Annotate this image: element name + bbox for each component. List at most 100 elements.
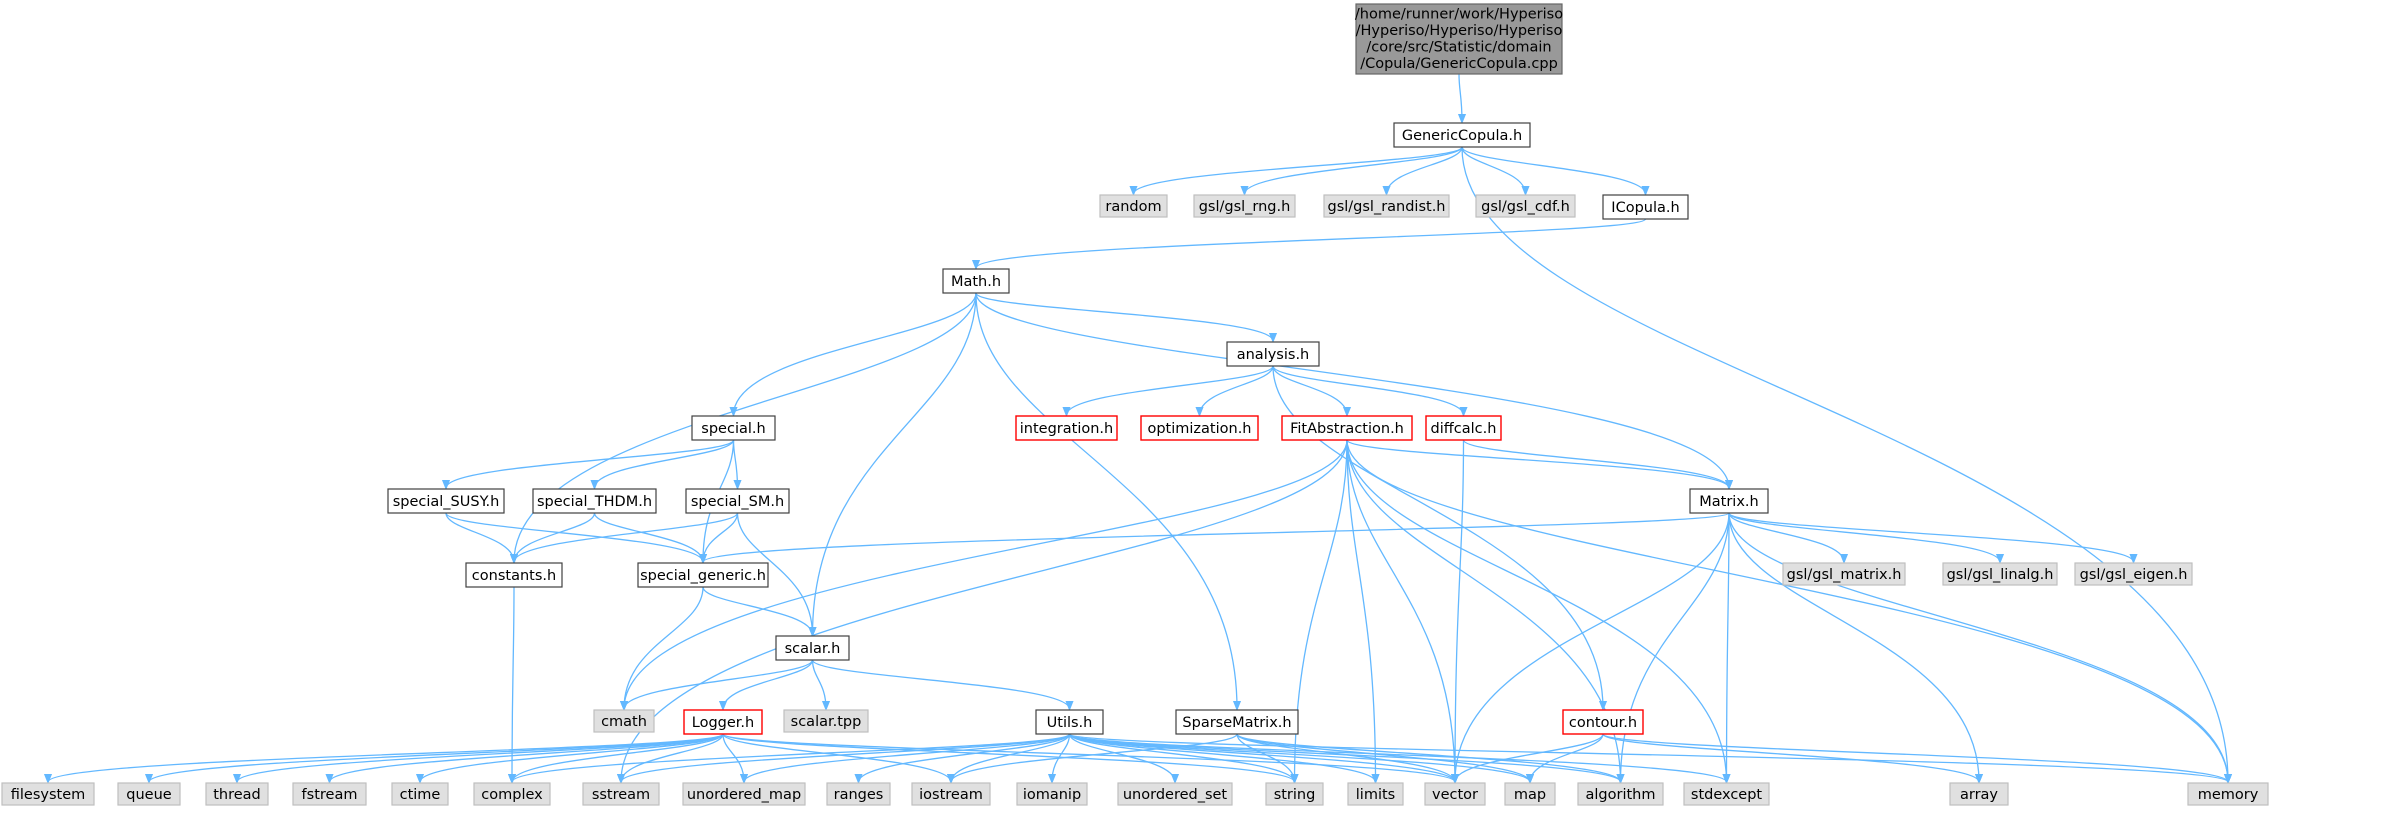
edge-genericcopula-h-to-gsl-rng bbox=[1245, 146, 1463, 194]
node-unordered-map: unordered_map bbox=[682, 782, 806, 806]
edge-math-h-to-sparsematrix-h bbox=[975, 292, 1237, 709]
edge-analysis-h-to-diffcalc-h bbox=[1272, 365, 1464, 415]
edge-utils-h-to-stdexcept bbox=[1068, 733, 1727, 782]
node-constants-h[interactable]: constants.h bbox=[465, 562, 563, 588]
node-matrix-h[interactable]: Matrix.h bbox=[1689, 488, 1769, 514]
node-label: scalar.tpp bbox=[791, 714, 862, 730]
edge-fitabstraction-h-to-vector bbox=[1346, 439, 1455, 782]
edge-matrix-h-to-stdexcept bbox=[1727, 512, 1730, 782]
node-algorithm: algorithm bbox=[1577, 782, 1664, 806]
node-label: SparseMatrix.h bbox=[1182, 715, 1291, 731]
node-limits: limits bbox=[1347, 782, 1404, 806]
node-box-integration-h bbox=[1015, 415, 1118, 441]
edge-logger-h-to-queue bbox=[149, 733, 724, 782]
node-array: array bbox=[1949, 782, 2009, 806]
node-label: gsl/gsl_rng.h bbox=[1199, 199, 1291, 215]
node-box-analysis-h bbox=[1226, 341, 1320, 367]
edge-fitabstraction-h-to-string bbox=[1295, 439, 1348, 782]
node-label: scalar.h bbox=[785, 641, 841, 657]
edge-logger-h-to-complex bbox=[512, 733, 724, 782]
node-label: gsl/gsl_randist.h bbox=[1327, 199, 1445, 215]
edge-utils-h-to-unordered-map bbox=[744, 733, 1071, 782]
node-special-susy-h[interactable]: special_SUSY.h bbox=[387, 488, 505, 514]
node-box-scalar-tpp bbox=[783, 709, 869, 733]
node-fitabstraction-h[interactable]: FitAbstraction.h bbox=[1281, 415, 1413, 441]
node-box-thread bbox=[205, 782, 269, 806]
node-iostream: iostream bbox=[911, 782, 991, 806]
node-icopula-h[interactable]: ICopula.h bbox=[1602, 194, 1689, 220]
node-box-map bbox=[1504, 782, 1556, 806]
node-label: map bbox=[1514, 787, 1546, 803]
node-diffcalc-h[interactable]: diffcalc.h bbox=[1425, 415, 1502, 441]
node-box-limits bbox=[1347, 782, 1404, 806]
node-label: contour.h bbox=[1569, 715, 1637, 731]
edge-math-h-to-analysis-h bbox=[975, 292, 1273, 341]
node-integration-h[interactable]: integration.h bbox=[1015, 415, 1118, 441]
node-sstream: sstream bbox=[582, 782, 660, 806]
node-label: gsl/gsl_matrix.h bbox=[1787, 567, 1902, 583]
edge-fitabstraction-h-to-sstream bbox=[621, 439, 1348, 782]
node-sparsematrix-h[interactable]: SparseMatrix.h bbox=[1175, 709, 1299, 735]
node-contour-h[interactable]: contour.h bbox=[1562, 709, 1644, 735]
edge-matrix-h-to-memory bbox=[1728, 512, 2228, 782]
node-special-thdm-h[interactable]: special_THDM.h bbox=[532, 488, 657, 514]
node-special-generic-h[interactable]: special_generic.h bbox=[637, 562, 769, 588]
node-special-h[interactable]: special.h bbox=[691, 415, 776, 441]
edge-utils-h-to-ranges bbox=[859, 733, 1071, 782]
node-box-diffcalc-h bbox=[1425, 415, 1502, 441]
edge-matrix-h-to-special-generic-h bbox=[703, 512, 1730, 562]
node-gsl-randist: gsl/gsl_randist.h bbox=[1323, 194, 1450, 218]
edge-matrix-h-to-gsl-matrix bbox=[1728, 512, 1844, 562]
node-utils-h[interactable]: Utils.h bbox=[1035, 709, 1104, 735]
node-label: unordered_set bbox=[1123, 787, 1228, 803]
edge-special-thdm-h-to-constants-h bbox=[514, 512, 596, 562]
node-label: thread bbox=[213, 787, 261, 803]
edge-diffcalc-h-to-vector bbox=[1455, 439, 1465, 782]
node-label: complex bbox=[481, 787, 543, 803]
node-label: unordered_map bbox=[687, 787, 801, 803]
edge-fitabstraction-h-to-memory bbox=[1346, 439, 2228, 782]
node-box-special-sm-h bbox=[685, 488, 790, 514]
node-scalar-h[interactable]: scalar.h bbox=[775, 635, 850, 661]
node-iomanip: iomanip bbox=[1016, 782, 1088, 806]
node-label: special_generic.h bbox=[640, 568, 766, 584]
node-root[interactable]: /home/runner/work/Hyperiso/Hyperiso/Hype… bbox=[1355, 3, 1563, 75]
edge-logger-h-to-fstream bbox=[330, 733, 724, 782]
edge-special-generic-h-to-scalar-h bbox=[702, 586, 813, 635]
node-label: Matrix.h bbox=[1699, 494, 1758, 510]
node-string: string bbox=[1265, 782, 1324, 806]
node-special-sm-h[interactable]: special_SM.h bbox=[685, 488, 790, 514]
node-box-iostream bbox=[911, 782, 991, 806]
node-box-special-thdm-h bbox=[532, 488, 657, 514]
edge-matrix-h-to-vector bbox=[1455, 512, 1730, 782]
node-memory: memory bbox=[2187, 782, 2269, 806]
edge-special-h-to-special-susy-h bbox=[446, 439, 735, 488]
node-gsl-linalg: gsl/gsl_linalg.h bbox=[1942, 562, 2058, 586]
edge-logger-h-to-thread bbox=[237, 733, 724, 782]
edge-contour-h-to-vector bbox=[1455, 733, 1604, 782]
node-complex: complex bbox=[473, 782, 551, 806]
node-label: Math.h bbox=[951, 274, 1001, 290]
node-box-special-generic-h bbox=[637, 562, 769, 588]
node-label: gsl/gsl_linalg.h bbox=[1947, 567, 2054, 583]
node-genericcopula-h[interactable]: GenericCopula.h bbox=[1393, 122, 1531, 148]
node-math-h[interactable]: Math.h bbox=[942, 268, 1010, 294]
edge-contour-h-to-array bbox=[1602, 733, 1979, 782]
node-box-special-susy-h bbox=[387, 488, 505, 514]
node-box-filesystem bbox=[1, 782, 95, 806]
edge-special-susy-h-to-constants-h bbox=[445, 512, 514, 562]
node-label: array bbox=[1960, 787, 1998, 803]
node-optimization-h[interactable]: optimization.h bbox=[1140, 415, 1259, 441]
node-box-utils-h bbox=[1035, 709, 1104, 735]
node-label: optimization.h bbox=[1147, 421, 1251, 437]
node-label: GenericCopula.h bbox=[1402, 128, 1522, 144]
node-box-matrix-h bbox=[1689, 488, 1769, 514]
node-label: sstream bbox=[592, 787, 650, 803]
node-logger-h[interactable]: Logger.h bbox=[683, 709, 763, 735]
node-analysis-h[interactable]: analysis.h bbox=[1226, 341, 1320, 367]
edge-contour-h-to-memory bbox=[1602, 733, 2228, 782]
node-label: diffcalc.h bbox=[1431, 421, 1497, 437]
node-label: integration.h bbox=[1020, 421, 1113, 437]
node-queue: queue bbox=[117, 782, 181, 806]
